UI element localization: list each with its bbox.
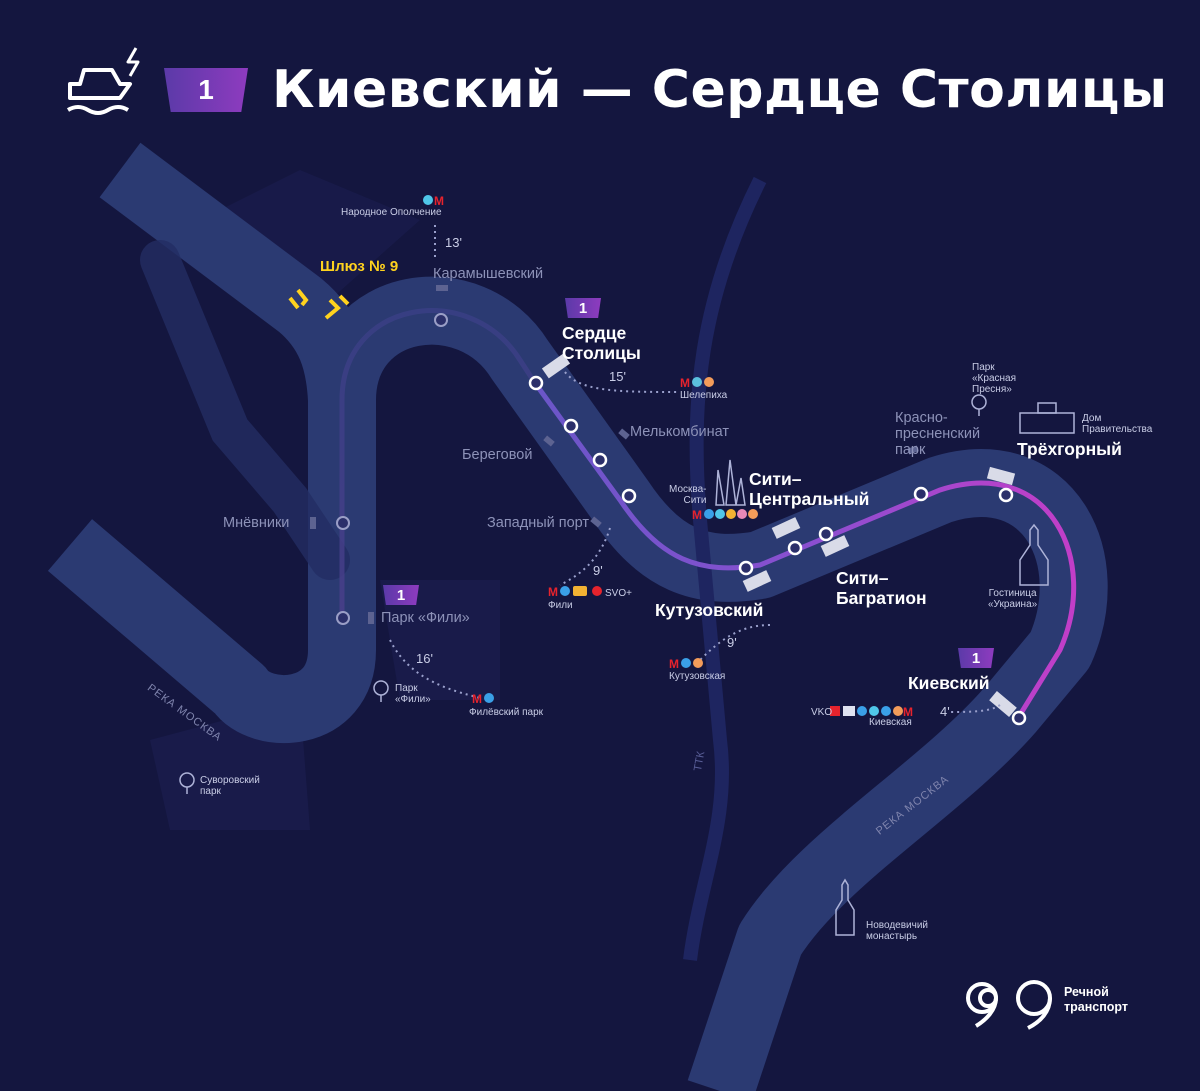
stop-krasnopresnensky [913,486,929,502]
tree-icon [373,680,389,702]
route-line-west [339,308,538,620]
lock-icon [288,288,350,320]
svg-text:M: M [692,508,702,522]
walk-time-fili: 9' [593,563,603,578]
transfer-fili: Фили [548,600,573,611]
landmark-dom-pravitelstva: Дом Правительства [1082,413,1153,435]
station-zapadny-port[interactable]: Западный порт [487,515,590,531]
svg-text:M: M [669,657,679,671]
monastery-icon [835,878,855,936]
line-number-badge: 1 [164,68,248,112]
major-piers [541,353,1017,717]
tree-icon [179,772,195,794]
transfer-moskva-siti: Москва- Сити [669,484,707,506]
station-stops [336,313,448,625]
pier-marks [310,285,919,624]
stop-siti-tsentralny [787,540,803,556]
stop-karamyshevsky [434,313,448,327]
route-line-active [532,381,1077,720]
skyscraper-icon [1019,523,1049,586]
river-boat-electric-icon [66,47,140,115]
stop-trekhgorny [998,487,1014,503]
station-mnevniki[interactable]: Мнёвники [223,515,290,531]
page-title: Киевский — Сердце Столицы [272,60,1168,120]
station-melkombinat[interactable]: Мелькомбинат [630,424,730,440]
station-krasnopresnensky[interactable]: Красно- пресненский парк [895,410,981,458]
station-beregovoy[interactable]: Береговой [462,447,533,463]
station-karamyshevsky[interactable]: Карамышевский [433,266,544,282]
kievsky-line-badge: 1 [958,648,994,668]
river-transport-logo-icon [1016,980,1052,1030]
tree-icon [971,394,987,416]
white-house-icon [1019,402,1075,434]
stop-park-fili [336,611,350,625]
ttk-road [683,176,767,961]
walk-time-filevsky: 16' [416,651,433,666]
stop-siti-bagration [818,526,834,542]
transfer-narodnoe-opolchenie: Народное Ополчение [341,207,442,218]
landmark-park-fili: Парк «Фили» [395,683,431,705]
walk-time-kutuzovskaya: 9' [727,635,737,650]
serdtse-line-badge: 1 [565,298,601,318]
svg-text:M: M [548,585,558,599]
svg-text:M: M [434,194,444,208]
metro-icons: M M M M M M M [423,194,913,719]
landmark-suvorovsky-park: Суворовский парк [200,775,260,797]
branding-text: Речной транспорт [1064,985,1128,1014]
walk-time-shelepikha: 15' [609,369,626,384]
station-kutuzovsky[interactable]: Кутузовский [655,600,764,620]
landmark-icons [179,394,1075,936]
river-west-channel [140,240,350,580]
walk-time-narodnoe: 13' [445,235,462,250]
stop-kievsky [1011,710,1027,726]
transfer-filevsky-park: Филёвский парк [469,707,544,718]
stop-kutuzovsky [738,560,754,576]
transfer-kievskaya-vko: VKO [811,707,833,718]
transfer-kievskaya: Киевская [869,717,912,728]
stop-mnevniki [336,516,350,530]
station-siti-tsentralny[interactable]: Сити– Центральный [749,469,870,509]
stop-beregovoy [563,418,579,434]
svg-text:M: M [680,376,690,390]
svg-text:M: M [472,692,482,706]
stop-serdtse-stolitsy [528,375,544,391]
station-park-fili[interactable]: Парк «Фили» [381,610,470,626]
fili-line-badge: 1 [383,585,419,605]
stop-zapadny-port [621,488,637,504]
landmark-park-krasnaya-presnya: Парк «Красная Пресня» [972,362,1017,395]
landmark-novodevichy: Новодевичий монастырь [866,920,929,942]
station-siti-bagration[interactable]: Сити– Багратион [836,568,927,608]
station-kievsky[interactable]: Киевский [908,673,990,693]
landmark-gostinitsa-ukraina: Гостиница «Украина» [988,588,1038,610]
station-trekhgorny[interactable]: Трёхгорный [1017,439,1122,459]
walk-time-kievskaya: 4' [940,704,950,719]
station-serdtse-stolitsy[interactable]: Сердце Столицы [562,323,641,363]
transfer-kutuzovskaya: Кутузовская [669,671,726,682]
moscow-city-towers-icon [715,459,746,506]
moscow-9-logo-icon [966,982,998,1028]
stop-melkombinat [592,452,608,468]
walk-paths [389,225,1001,713]
transfer-shelepikha: Шелепиха [680,390,728,401]
station-stops-active [528,375,1027,726]
svg-text:M: M [903,705,913,719]
lock-label: Шлюз № 9 [320,258,399,275]
transfer-fili-svo: SVO+ [605,588,632,599]
